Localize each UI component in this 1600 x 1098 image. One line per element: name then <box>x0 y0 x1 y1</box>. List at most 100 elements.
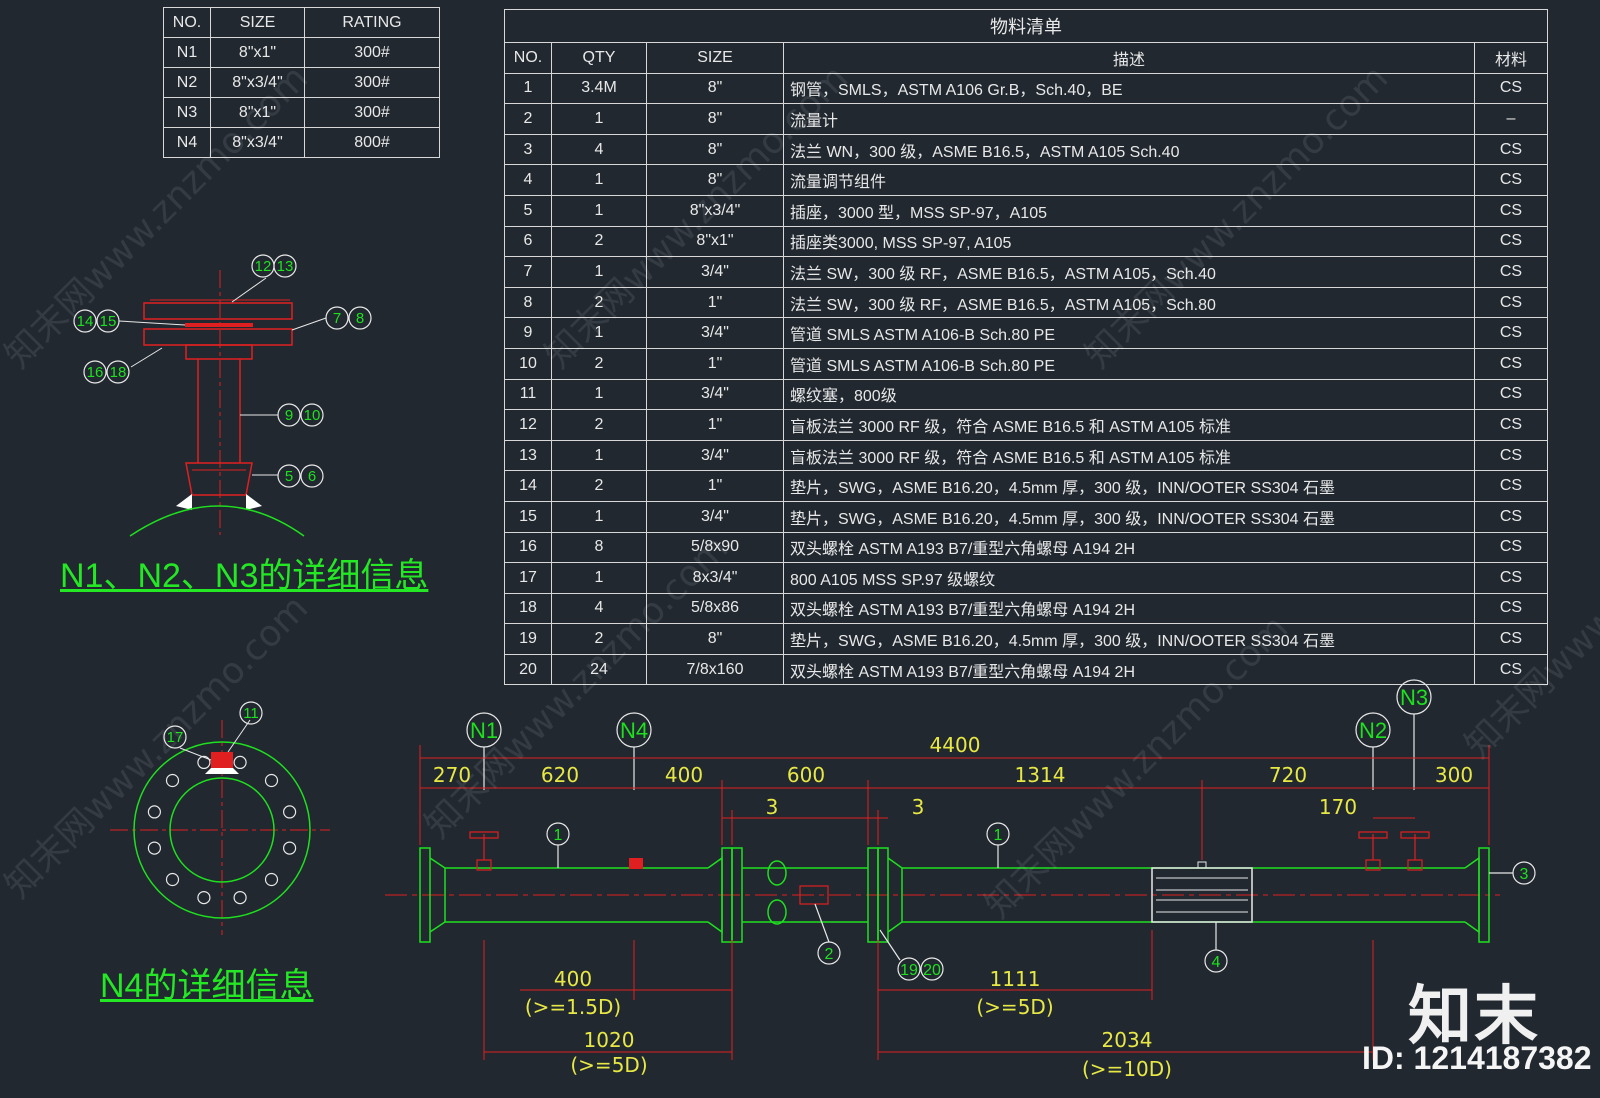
bom-header-desc: 描述 <box>783 42 1475 74</box>
bom-qty: 1 <box>551 194 647 227</box>
tag-n2: N2 <box>1359 718 1387 743</box>
detail-n123-title: N1、N2、N3的详细信息 <box>60 557 429 595</box>
callout-part-3: 3 <box>1520 866 1529 883</box>
callout-12: 12 <box>255 258 272 275</box>
dim-720: 720 <box>1269 763 1307 787</box>
nozzle-n3-symbol <box>1400 831 1430 871</box>
callout-11: 11 <box>243 705 259 722</box>
dim-3-right: 3 <box>912 795 925 819</box>
bom-qty: 2 <box>551 409 647 441</box>
nozzle-row: N2 8"x3/4" 300# <box>163 67 440 98</box>
svg-text:知末网www.znzmo.com: 知末网www.znzmo.com <box>417 528 736 847</box>
dim-170: 170 <box>1319 795 1357 819</box>
bom-qty: 1 <box>551 103 647 135</box>
bolt-hole <box>264 773 279 788</box>
bolt-hole <box>233 890 247 905</box>
nozzle-row: N4 8"x3/4" 800# <box>163 127 440 158</box>
bom-size: 8" <box>646 133 784 166</box>
bom-no: 3 <box>504 133 552 166</box>
callout-part-4: 4 <box>1212 954 1221 971</box>
nozzle-rating: 300# <box>304 67 440 98</box>
bom-description: 垫片，SWG，ASME B16.20，4.5mm 厚，300 级，INN/OOT… <box>783 500 1475 533</box>
bom-description: 双头螺栓 ASTM A193 B7/重型六角螺母 A194 2H <box>783 531 1475 564</box>
bom-no: 6 <box>504 225 552 258</box>
bom-no: 4 <box>504 164 552 196</box>
dim-overall: 4400 <box>930 733 981 757</box>
bom-size: 8"x3/4" <box>646 194 784 227</box>
dimension-lines <box>419 745 1490 1060</box>
callout-6: 6 <box>308 468 316 485</box>
bom-material: CS <box>1474 592 1548 625</box>
bom-description: 法兰 SW，300 级 RF，ASME B16.5，ASTM A105，Sch.… <box>783 256 1475 288</box>
header-size: SIZE <box>210 7 305 38</box>
bom-description: 管道 SMLS ASTM A106-B Sch.80 PE <box>783 317 1475 349</box>
bom-size: 8" <box>646 623 784 655</box>
bom-no: 17 <box>504 562 552 594</box>
bom-no: 16 <box>504 531 552 564</box>
bom-qty: 1 <box>551 378 647 411</box>
bolt-hole <box>147 841 161 855</box>
bom-material: CS <box>1474 347 1548 380</box>
detail-n4-drawing: 17 11 <box>110 701 330 935</box>
nozzle-tags <box>466 679 1432 790</box>
svg-text:知末网www.znzmo.com: 知末网www.znzmo.com <box>1077 58 1396 377</box>
bom-description: 盲板法兰 3000 RF 级，符合 ASME B16.5 和 ASTM A105… <box>783 439 1475 472</box>
bom-no: 13 <box>504 439 552 472</box>
detail-n123-callout-labels: 12 13 14 15 7 8 16 18 9 10 5 6 <box>77 258 365 485</box>
callout-part-1-right: 1 <box>994 827 1003 844</box>
bom-description: 800 A105 MSS SP.97 级螺纹 <box>783 562 1475 594</box>
callout-part-1-left: 1 <box>554 827 563 844</box>
bom-material: CS <box>1474 653 1548 686</box>
dim-1020-note: (>=5D) <box>570 1053 647 1077</box>
svg-text:知末网www.znzmo.com: 知末网www.znzmo.com <box>537 58 856 377</box>
dim-400-note: (>=1.5D) <box>525 995 621 1019</box>
bom-size: 1" <box>646 470 784 502</box>
watermark-id: ID: 1214187382 <box>1362 1040 1592 1076</box>
nozzle-rating: 800# <box>304 127 440 158</box>
bom-qty: 24 <box>551 653 647 686</box>
bom-no: 15 <box>504 500 552 533</box>
bom-material: CS <box>1474 470 1548 502</box>
nozzle-rating: 300# <box>304 97 440 128</box>
bom-description: 垫片，SWG，ASME B16.20，4.5mm 厚，300 级，INN/OOT… <box>783 623 1475 655</box>
bom-size: 1" <box>646 409 784 441</box>
bom-description: 双头螺栓 ASTM A193 B7/重型六角螺母 A194 2H <box>783 653 1475 686</box>
callout-9: 9 <box>285 407 293 424</box>
bom-header-row: NO. QTY SIZE 描述 材料 <box>504 42 1548 74</box>
bom-size: 7/8x160 <box>646 653 784 686</box>
bom-size: 5/8x86 <box>646 592 784 625</box>
bom-no: 12 <box>504 409 552 441</box>
bom-no: 5 <box>504 194 552 227</box>
bom-description: 法兰 WN，300 级，ASME B16.5，ASTM A105 Sch.40 <box>783 133 1475 166</box>
bolt-hole <box>197 755 211 770</box>
nozzle-no: N1 <box>163 37 211 68</box>
dim-3-left: 3 <box>766 795 779 819</box>
dim-400-bottom: 400 <box>554 967 592 991</box>
tag-n1: N1 <box>470 718 498 743</box>
nozzle-table: NO. SIZE RATING N1 8"x1" 300# N2 8"x3/4"… <box>163 7 440 158</box>
nozzle-table-header: NO. SIZE RATING <box>163 7 440 38</box>
svg-text:知末网www.znzmo.com: 知末网www.znzmo.com <box>1457 448 1600 767</box>
main-pipe-view <box>385 831 1500 943</box>
bom-qty: 4 <box>551 133 647 166</box>
callout-15: 15 <box>100 313 117 330</box>
detail-n4-title: N4的详细信息 <box>100 967 314 1005</box>
bom-header-material: 材料 <box>1474 42 1548 74</box>
dim-620: 620 <box>541 763 579 787</box>
tag-n4: N4 <box>620 718 648 743</box>
bom-qty: 8 <box>551 531 647 564</box>
bom-description: 插座类3000, MSS SP-97, A105 <box>783 225 1475 258</box>
